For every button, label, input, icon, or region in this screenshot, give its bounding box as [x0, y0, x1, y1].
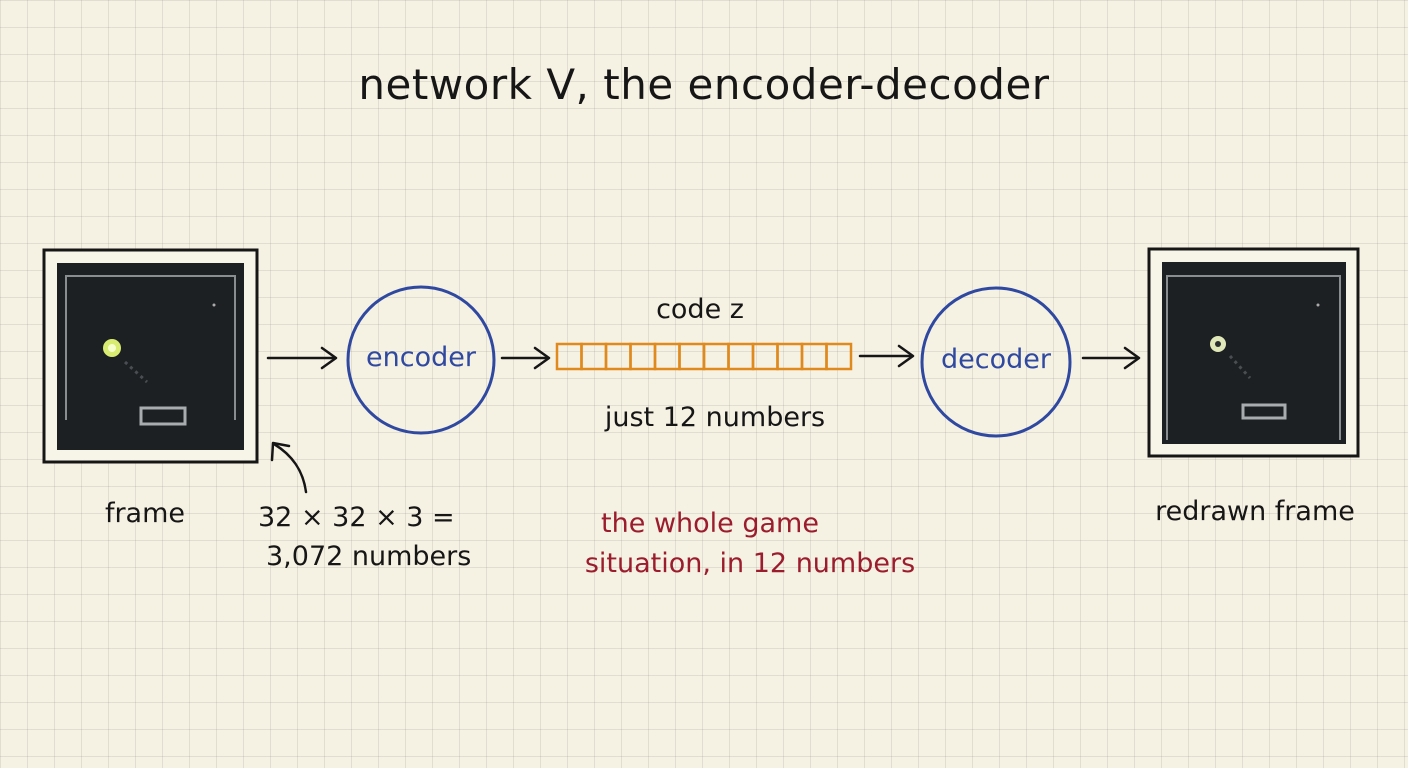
- arrow-decoder-to-output: [1081, 346, 1141, 370]
- input-size-line2: 3,072 numbers: [266, 541, 472, 572]
- code-cell: [653, 342, 681, 371]
- input-frame: [42, 248, 259, 464]
- arrow-encoder-to-code: [500, 346, 551, 370]
- paddle-icon: [1241, 403, 1287, 420]
- code-label: code z: [656, 294, 744, 325]
- code-cell: [825, 342, 853, 371]
- annotation-line1: the whole game: [601, 508, 819, 539]
- input-size-line1: 32 × 32 × 3 =: [258, 502, 455, 533]
- decoder-circle: [920, 286, 1072, 438]
- code-cell: [702, 342, 730, 371]
- code-cell: [604, 342, 632, 371]
- code-size-label: just 12 numbers: [604, 402, 826, 433]
- code-cell: [678, 342, 706, 371]
- paddle-icon: [139, 406, 187, 426]
- code-cell: [629, 342, 657, 371]
- code-cell: [727, 342, 755, 371]
- arrow-size-to-frame: [270, 441, 308, 494]
- diagram-title: network V, the encoder-decoder: [358, 60, 1050, 109]
- code-cell: [580, 342, 608, 371]
- annotation-line2: situation, in 12 numbers: [584, 548, 916, 579]
- code-cell: [555, 342, 583, 371]
- input-frame-label: frame: [104, 498, 186, 529]
- encoder-label: encoder: [366, 342, 476, 373]
- output-frame-label: redrawn frame: [1155, 496, 1355, 527]
- code-cell: [751, 342, 779, 371]
- decoder-label: decoder: [941, 344, 1051, 375]
- arrow-code-to-decoder: [858, 344, 915, 368]
- output-frame: [1147, 247, 1360, 458]
- code-vector: [555, 342, 853, 371]
- encoder-circle: [346, 285, 496, 435]
- code-cell: [776, 342, 804, 371]
- arrow-frame-to-encoder: [266, 346, 338, 370]
- code-cell: [800, 342, 828, 371]
